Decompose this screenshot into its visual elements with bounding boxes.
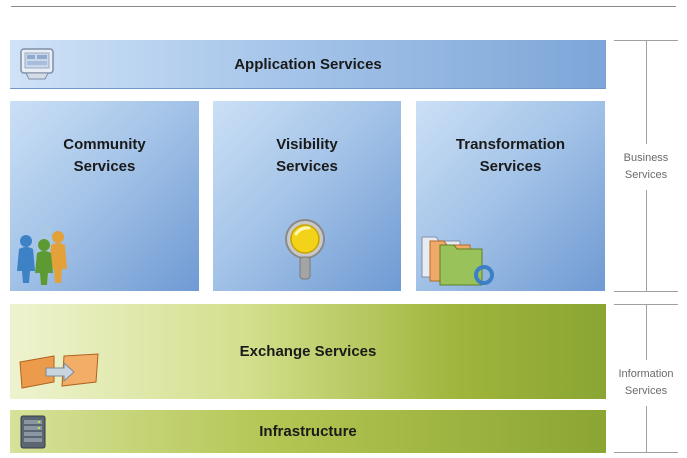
people-icon — [17, 223, 67, 285]
business-bracket-line-lower — [646, 190, 647, 292]
information-bracket-line-upper — [646, 304, 647, 360]
information-bracket-bottom — [614, 452, 678, 453]
business-services-label: Business Services — [623, 152, 669, 181]
visibility-services-title: Visibility Services — [276, 136, 338, 175]
visibility-services-card: Visibility Services — [213, 101, 401, 291]
application-services-band: Application Services — [10, 40, 606, 89]
monitor-icon — [20, 48, 54, 80]
magnifier-icon — [285, 219, 325, 280]
infrastructure-label: Infrastructure — [259, 423, 357, 440]
transformation-services-title: Transformation Services — [455, 136, 566, 175]
application-services-label: Application Services — [234, 56, 382, 73]
exchange-services-label: Exchange Services — [239, 343, 377, 360]
server-icon — [20, 415, 46, 449]
information-bracket-line-lower — [646, 406, 647, 453]
folders-icon — [421, 236, 494, 286]
top-divider — [11, 6, 676, 7]
community-services-card: Community Services — [10, 101, 199, 291]
exchange-services-band: Exchange Services — [10, 304, 606, 399]
exchange-arrows-icon — [19, 353, 99, 389]
community-services-title: Community Services — [63, 136, 146, 175]
transformation-services-card: Transformation Services — [416, 101, 605, 291]
business-bracket-bottom — [614, 291, 678, 292]
business-bracket-line-upper — [646, 40, 647, 144]
infrastructure-band: Infrastructure — [10, 410, 606, 453]
information-services-label: Information Services — [618, 368, 674, 397]
